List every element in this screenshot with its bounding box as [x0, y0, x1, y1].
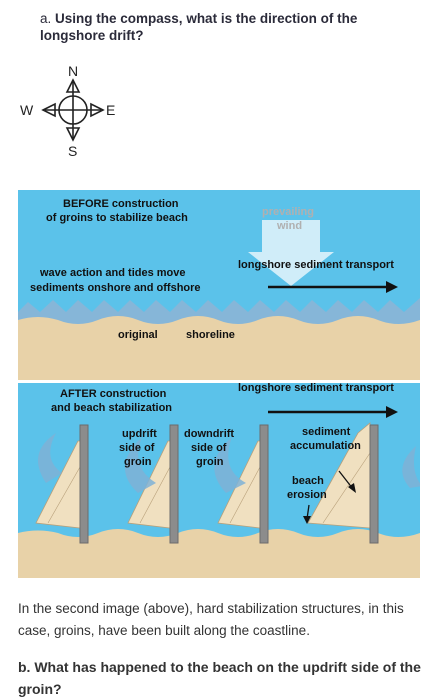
groin-2 [169, 424, 179, 544]
caption-text: In the second image (above), hard stabil… [18, 601, 404, 638]
erosion-2: erosion [287, 489, 327, 501]
compass-w: W [20, 102, 34, 118]
compass-s: S [68, 143, 77, 159]
compass-icon: N S W E [18, 58, 128, 168]
question-a: a. Using the compass, what is the direct… [40, 10, 370, 44]
updrift-1: updrift [122, 428, 157, 440]
wave-swirl-icon [38, 433, 62, 483]
groin-3 [259, 424, 269, 544]
after-panel: AFTER construction and beach stabilizati… [18, 382, 422, 578]
groin-4 [369, 424, 379, 544]
groin-1 [79, 424, 89, 544]
wave-label-2: sediments onshore and offshore [30, 282, 201, 294]
original-label: original [118, 329, 158, 341]
question-a-letter: a. [40, 11, 52, 26]
accum-2: accumulation [290, 440, 361, 452]
after-longshore-label: longshore sediment transport [238, 382, 394, 394]
wind-arrow-icon [248, 220, 334, 286]
after-title-2: and beach stabilization [51, 402, 172, 414]
prevailing-label: prevailing [262, 206, 314, 218]
before-title-1: BEFORE construction [63, 198, 179, 210]
after-title-1: AFTER construction [60, 388, 167, 400]
downdrift-1: downdrift [184, 428, 234, 440]
before-title-2: of groins to stabilize beach [46, 212, 188, 224]
question-a-text: Using the compass, what is the direction… [40, 11, 358, 43]
accum-1: sediment [302, 426, 351, 438]
before-longshore-label: longshore sediment transport [238, 259, 394, 271]
question-b: b. What has happened to the beach on the… [18, 659, 421, 697]
groin-diagram: BEFORE construction of groins to stabili… [18, 190, 422, 578]
beach-sand [18, 316, 420, 380]
updrift-2: side of [119, 442, 155, 454]
before-panel: BEFORE construction of groins to stabili… [18, 190, 420, 380]
updrift-3: groin [124, 456, 152, 468]
erosion-1: beach [292, 475, 324, 487]
downdrift-2: side of [191, 442, 227, 454]
shoreline-label: shoreline [186, 329, 235, 341]
wave-label-1: wave action and tides move [39, 267, 186, 279]
compass-e: E [106, 102, 115, 118]
wind-label: wind [276, 220, 302, 232]
compass-n: N [68, 63, 78, 79]
downdrift-3: groin [196, 456, 224, 468]
